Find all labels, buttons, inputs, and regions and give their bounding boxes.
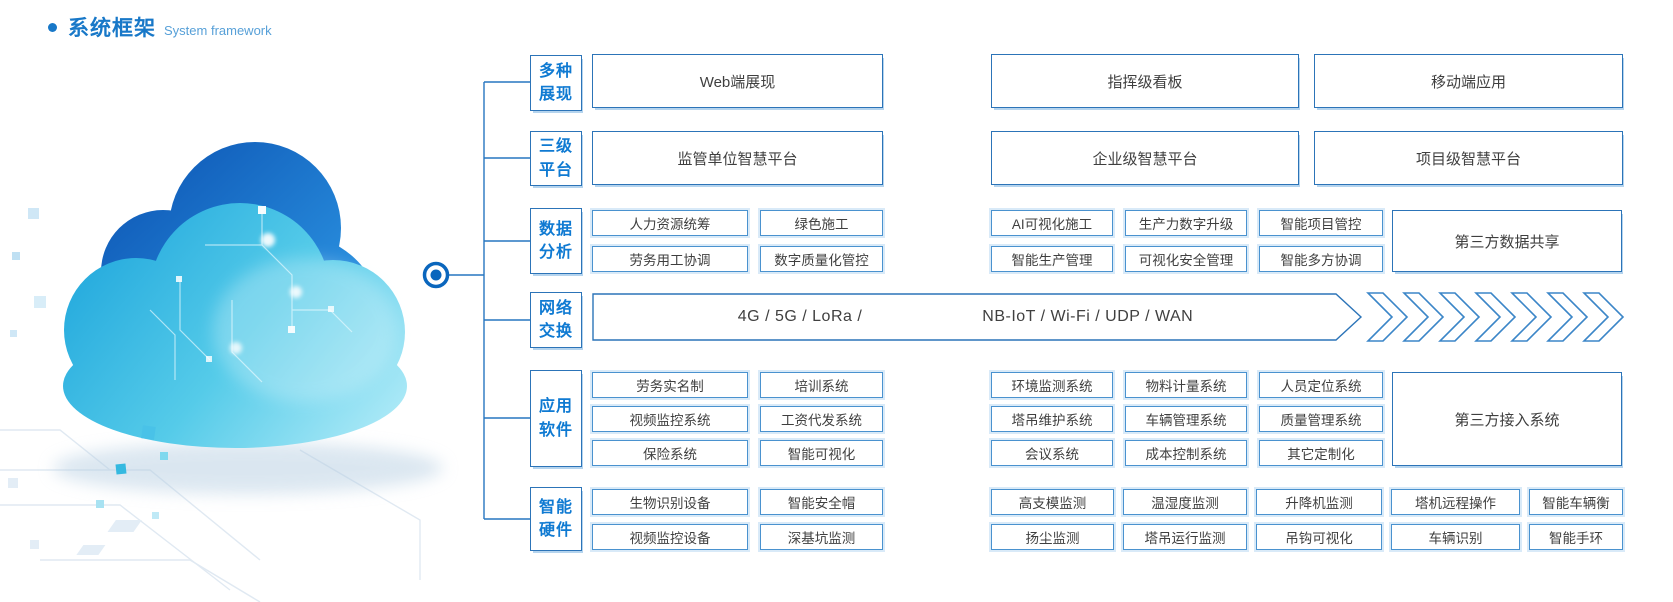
box-training-system: 培训系统: [760, 372, 883, 398]
box-mobile-app: 移动端应用: [1314, 54, 1623, 108]
box-labor-real-name: 劳务实名制: [592, 372, 748, 398]
box-smart-weighbridge: 智能车辆衡: [1529, 489, 1623, 515]
category-platform: 三级平台: [530, 131, 582, 186]
hardware-left-group: 生物识别设备 智能安全帽 视频监控设备 深基坑监测: [592, 489, 883, 550]
box-biometric-device: 生物识别设备: [592, 489, 748, 515]
category-display: 多种展现: [530, 55, 582, 111]
title-en: System framework: [164, 23, 272, 38]
hardware-right-group: 高支模监测 温湿度监测 升降机监测 塔机远程操作 智能车辆衡 扬尘监测 塔吊运行…: [991, 489, 1623, 550]
analysis-left-group: 人力资源统筹 绿色施工 劳务用工协调 数字质量化管控: [592, 210, 883, 272]
box-tower-remote-operation: 塔机远程操作: [1391, 489, 1520, 515]
box-salary-system: 工资代发系统: [760, 406, 883, 432]
category-software: 应用软件: [530, 370, 582, 467]
box-high-formwork-monitor: 高支模监测: [991, 489, 1114, 515]
box-smart-wristband: 智能手环: [1529, 524, 1623, 550]
box-productivity-upgrade: 生产力数字升级: [1125, 210, 1247, 236]
title-zh: 系统框架: [68, 17, 156, 40]
box-personnel-positioning: 人员定位系统: [1259, 372, 1383, 398]
box-smart-production: 智能生产管理: [991, 246, 1113, 272]
page-title: 系统框架 System framework: [48, 12, 272, 42]
box-visual-safety: 可视化安全管理: [1125, 246, 1247, 272]
tree-lines: [449, 81, 530, 520]
box-smart-helmet: 智能安全帽: [760, 489, 883, 515]
box-tower-crane-maintenance: 塔吊维护系统: [991, 406, 1113, 432]
box-video-monitor-system: 视频监控系统: [592, 406, 748, 432]
box-material-metering: 物料计量系统: [1125, 372, 1247, 398]
cloud-circuit-nodes: [176, 206, 334, 362]
floating-squares-left: [10, 208, 46, 337]
box-smart-visualization: 智能可视化: [760, 440, 883, 466]
box-multi-party-coordination: 智能多方协调: [1259, 246, 1383, 272]
box-third-party-access: 第三方接入系统: [1392, 372, 1622, 466]
network-protocols-seg2: NB-IoT / Wi-Fi / UDP / WAN: [982, 308, 1194, 325]
network-protocols: 4G / 5G / LoRa / NB-IoT / Wi-Fi / UDP / …: [593, 294, 1338, 340]
category-network: 网络交换: [530, 292, 582, 348]
box-third-party-data-sharing: 第三方数据共享: [1392, 210, 1622, 272]
network-chevrons-icon: [1366, 292, 1625, 342]
box-web-display: Web端展现: [592, 54, 883, 108]
analysis-mid-group: AI可视化施工 生产力数字升级 智能项目管控 智能生产管理 可视化安全管理 智能…: [991, 210, 1383, 272]
box-hook-visualization: 吊钩可视化: [1256, 524, 1382, 550]
box-lift-monitor: 升降机监测: [1256, 489, 1382, 515]
box-quality-management: 质量管理系统: [1259, 406, 1383, 432]
box-dust-monitor: 扬尘监测: [991, 524, 1114, 550]
box-command-board: 指挥级看板: [991, 54, 1299, 108]
box-enterprise-platform: 企业级智慧平台: [991, 131, 1299, 185]
software-left-group: 劳务实名制 培训系统 视频监控系统 工资代发系统 保险系统 智能可视化: [592, 372, 883, 466]
box-vehicle-management: 车辆管理系统: [1125, 406, 1247, 432]
box-cost-control: 成本控制系统: [1125, 440, 1247, 466]
box-green-construction: 绿色施工: [760, 210, 883, 236]
background-chips: [8, 478, 142, 555]
box-labor-coordination: 劳务用工协调: [592, 246, 748, 272]
box-supervision-platform: 监管单位智慧平台: [592, 131, 883, 185]
floating-squares: [96, 425, 168, 519]
bullet-icon: [48, 22, 57, 32]
box-smart-project-control: 智能项目管控: [1259, 210, 1383, 236]
cloud-circuit: [149, 210, 353, 383]
box-video-monitor-device: 视频监控设备: [592, 524, 748, 550]
category-hardware: 智能硬件: [530, 487, 582, 551]
box-deep-pit-monitor: 深基坑监测: [760, 524, 883, 550]
hub-node-icon: [422, 261, 450, 289]
network-protocols-seg1: 4G / 5G / LoRa /: [737, 308, 863, 325]
box-vehicle-recognition: 车辆识别: [1391, 524, 1520, 550]
box-meeting-system: 会议系统: [991, 440, 1113, 466]
box-digital-quality: 数字质量化管控: [760, 246, 883, 272]
network-band: [592, 293, 1363, 341]
box-other-customization: 其它定制化: [1259, 440, 1383, 466]
box-insurance-system: 保险系统: [592, 440, 748, 466]
box-temp-humidity-monitor: 温湿度监测: [1123, 489, 1247, 515]
box-environment-monitor: 环境监测系统: [991, 372, 1113, 398]
box-project-platform: 项目级智慧平台: [1314, 131, 1623, 185]
box-ai-construction: AI可视化施工: [991, 210, 1113, 236]
category-data-analysis: 数据分析: [530, 208, 582, 274]
software-mid-group: 环境监测系统 物料计量系统 人员定位系统 塔吊维护系统 车辆管理系统 质量管理系…: [991, 372, 1383, 466]
box-hr-overall: 人力资源统筹: [592, 210, 748, 236]
box-tower-crane-operation-monitor: 塔吊运行监测: [1123, 524, 1247, 550]
